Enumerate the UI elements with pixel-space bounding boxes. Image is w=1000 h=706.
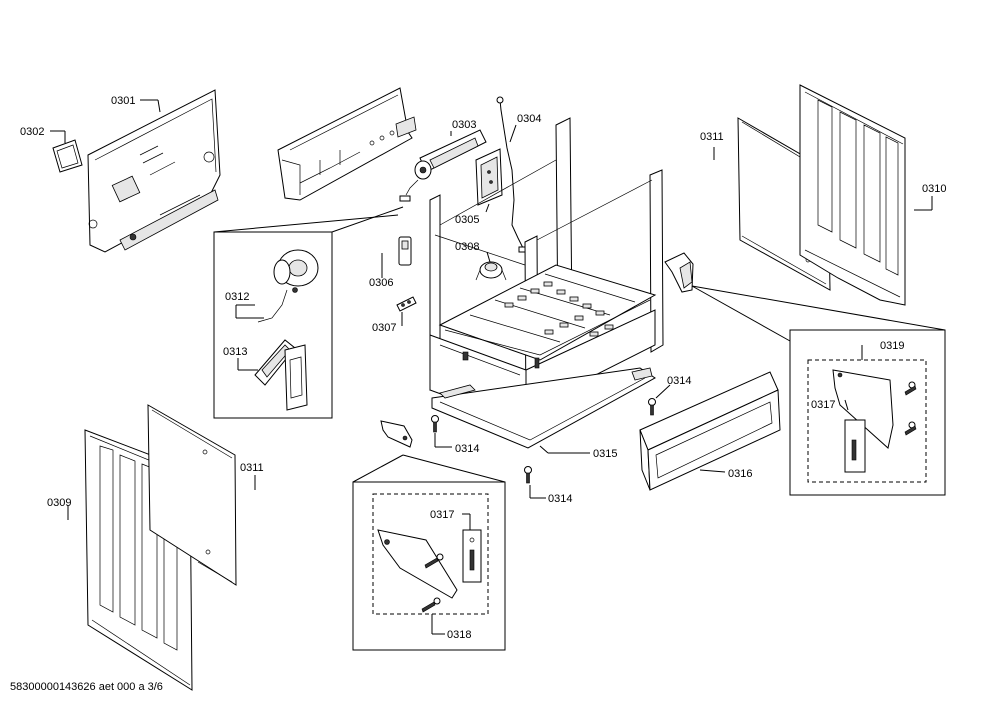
label-0319: 0319 [880, 340, 904, 352]
label-0306: 0306 [369, 277, 393, 289]
screw-0314-bottom [524, 466, 532, 484]
document-id-footer: 58300000143626 aet 000 a 3/6 [10, 681, 163, 693]
plate-0302 [52, 139, 83, 173]
board-0305 [475, 148, 503, 206]
vent-holes [504, 281, 614, 337]
side-panel-0310 [799, 84, 906, 306]
detail-inset-bracket-left [352, 454, 506, 651]
screw-0314-left [431, 415, 439, 433]
label-0313: 0313 [223, 346, 247, 358]
cable-0304 [496, 96, 528, 253]
bracket-small-left [380, 420, 413, 448]
callout-labels: 0301 0302 0303 0304 0305 0308 0306 0307 … [20, 95, 946, 641]
label-0301: 0301 [111, 95, 135, 107]
label-0314-right: 0314 [667, 375, 691, 387]
label-0318: 0318 [447, 629, 471, 641]
kick-plate-0316 [639, 371, 781, 491]
label-0303: 0303 [452, 119, 476, 131]
screw-detail-2 [421, 597, 441, 613]
label-0314-bottom: 0314 [548, 493, 572, 505]
label-0312: 0312 [225, 291, 249, 303]
label-0316: 0316 [728, 468, 752, 480]
label-0308: 0308 [455, 241, 479, 253]
label-0317-right: 0317 [811, 399, 835, 411]
label-0310: 0310 [922, 183, 946, 195]
label-0311-lower: 0311 [240, 462, 264, 474]
detail-inset-bracket-right [789, 329, 946, 496]
label-0307: 0307 [372, 322, 396, 334]
upper-bracket [277, 87, 417, 201]
label-0314-left: 0314 [455, 443, 479, 455]
label-0311-upper: 0311 [700, 131, 724, 143]
component-0308 [475, 261, 507, 281]
base-plate-0315 [431, 367, 656, 449]
label-0315: 0315 [593, 448, 617, 460]
screw-detail-4 [904, 421, 917, 436]
bracket-0319-source [664, 252, 694, 293]
side-panel-0311-lower [147, 404, 237, 586]
fan-part-0303 [399, 129, 487, 202]
detail-inset-fan [213, 206, 404, 419]
label-0317-left: 0317 [430, 509, 454, 521]
switch-0306 [398, 236, 412, 266]
screw-detail-1 [424, 553, 444, 569]
label-0302: 0302 [20, 126, 44, 138]
connector-0307 [396, 296, 417, 312]
label-0309: 0309 [47, 497, 71, 509]
label-0305: 0305 [455, 214, 479, 226]
screw-0314-right [648, 398, 656, 416]
rear-panel-0301 [87, 89, 221, 253]
label-0304: 0304 [517, 113, 541, 125]
screw-detail-3 [904, 381, 917, 396]
